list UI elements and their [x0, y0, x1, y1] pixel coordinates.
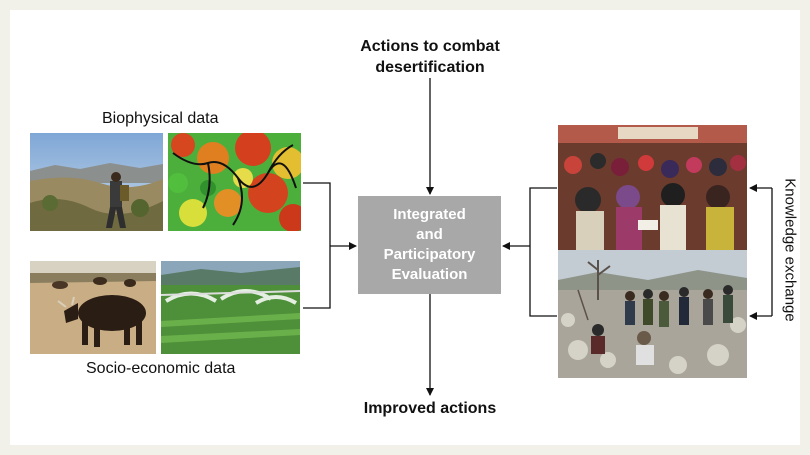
top-label-line-2: desertification	[375, 59, 485, 76]
cattle-photo	[30, 261, 156, 354]
irrigation-photo	[161, 261, 300, 354]
field-group-photo	[558, 250, 747, 378]
meeting-photo	[558, 125, 747, 250]
center-box-line-4: Evaluation	[391, 266, 468, 283]
bottom-label: Improved actions	[363, 400, 497, 417]
center-box-line-3: Participatory	[383, 246, 476, 263]
knowledge-exchange-label: Knowledge exchange	[780, 160, 800, 340]
center-box-line-2: and	[416, 226, 443, 243]
right-bracket	[529, 187, 557, 317]
left-bracket	[303, 182, 331, 309]
evaluation-box: Integrated and Participatory Evaluation	[358, 196, 501, 294]
center-box-line-1: Integrated	[393, 206, 466, 223]
biophysical-label: Biophysical data	[102, 110, 219, 127]
socio-economic-label: Socio-economic data	[86, 360, 236, 377]
top-label-line-1: Actions to combat	[360, 38, 500, 55]
knowledge-exchange-text: Knowledge exchange	[781, 178, 799, 322]
top-label: Actions to combat desertification	[330, 36, 530, 78]
satellite-map-photo	[168, 133, 301, 231]
hiker-photo	[30, 133, 163, 231]
